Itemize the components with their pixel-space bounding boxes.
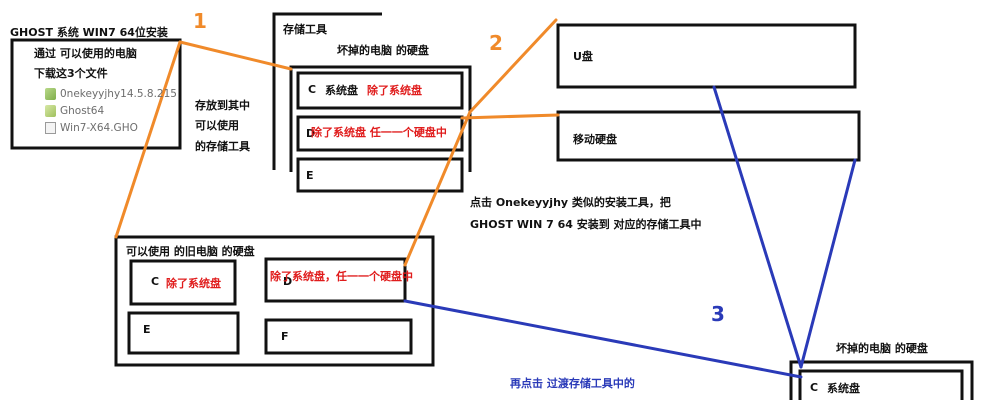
click-note-line1: 点击 Onekeyyjhy 类似的安装工具，把: [470, 196, 671, 209]
old-c-letter: C: [151, 275, 160, 288]
store-note-line1: 存放到其中: [195, 99, 250, 112]
usb-box: [556, 23, 857, 89]
old-d-box: [264, 257, 407, 303]
store-note-line2: 可以使用: [195, 119, 239, 132]
storage-e-box: [296, 157, 464, 193]
broken-disk-title: 坏掉的电脑 的硬盘: [836, 342, 928, 355]
connector-line-step2: [468, 18, 558, 114]
usb-label: U盘: [573, 50, 593, 63]
broken-c-letter: C: [810, 381, 819, 394]
file-item-ghost64: Ghost64: [45, 105, 104, 117]
installer-file-icon: [45, 88, 56, 100]
final-note-line1: 再点击 过渡存储工具中的: [510, 377, 635, 390]
broken-disk-frame: [789, 360, 974, 400]
connector-line-step2-mobile: [460, 113, 560, 120]
step-number-3: 3: [711, 302, 725, 326]
storage-tool-frame: [272, 12, 382, 170]
old-pc-title: 可以使用 的旧电脑 的硬盘: [126, 245, 255, 258]
old-e-box: [127, 311, 240, 355]
connector-line-usb-broken: [712, 85, 803, 369]
connector-line-step1-down: [114, 40, 182, 239]
file-name: Ghost64: [60, 105, 105, 117]
old-pc-disk-frame: [114, 235, 435, 367]
old-f-box: [264, 318, 413, 355]
broken-c-label: 系统盘: [827, 382, 860, 395]
storage-c-note: 除了系统盘: [367, 84, 422, 97]
ghost-download-text: 下载这3个文件: [34, 67, 108, 80]
connector-line-old-d: [403, 110, 472, 267]
file-item-onekey: 0nekeyyjhy14.5.8.215: [45, 88, 177, 100]
file-name: 0nekeyyjhy14.5.8.215: [60, 88, 177, 100]
storage-c-label: 系统盘: [325, 84, 358, 97]
storage-e-letter: E: [306, 169, 314, 182]
ghost-file-icon: [45, 105, 56, 117]
connector-line-mobile-broken: [799, 158, 857, 369]
connector-line-old-broken: [403, 299, 803, 379]
step-number-2: 2: [489, 31, 503, 55]
broken-c-box: [798, 369, 964, 400]
ghost-via-text: 通过 可以使用的电脑: [34, 47, 137, 60]
old-d-note: 除了系统盘，任一一个硬盘中: [270, 270, 413, 283]
storage-d-letter: D: [306, 127, 316, 140]
old-f-letter: F: [281, 330, 289, 343]
file-item-gho: Win7-X64.GHO: [45, 122, 138, 134]
ghost-install-title: GHOST 系统 WIN7 64位安装: [10, 26, 168, 39]
document-file-icon: [45, 122, 56, 134]
ghost-files-frame: [10, 38, 182, 150]
storage-d-note: 除了系统盘 任一一个硬盘中: [311, 126, 447, 139]
file-name: Win7-X64.GHO: [60, 122, 138, 134]
mobile-disk-box: [556, 110, 861, 162]
step-number-1: 1: [193, 9, 207, 33]
click-note-line2: GHOST WIN 7 64 安装到 对应的存储工具中: [470, 218, 702, 231]
store-note-line3: 的存储工具: [195, 140, 250, 153]
storage-c-letter: C: [308, 83, 317, 96]
storage-tool-title: 存储工具: [283, 23, 327, 36]
old-c-note: 除了系统盘: [166, 277, 221, 290]
storage-c-box: [296, 71, 464, 110]
mobile-disk-label: 移动硬盘: [573, 133, 617, 146]
old-e-letter: E: [143, 323, 151, 336]
connector-line-step1: [178, 40, 293, 71]
old-d-letter: D: [283, 275, 293, 288]
storage-disk-frame: [289, 65, 472, 172]
old-c-box: [129, 259, 237, 306]
storage-tool-subtitle: 坏掉的电脑 的硬盘: [337, 44, 429, 57]
